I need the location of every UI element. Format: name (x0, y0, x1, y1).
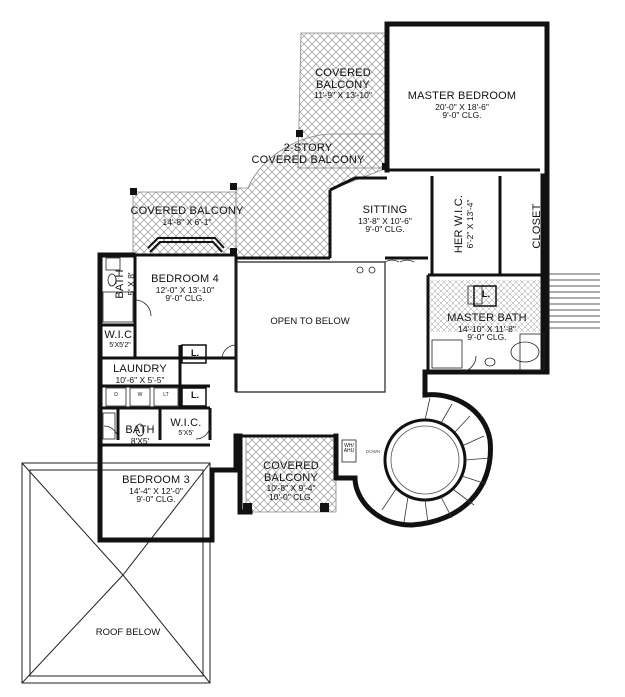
room-dims: 20'-0" X 18'-6" (435, 101, 489, 112)
room-label-her-wic: HER W.I.C. 6'-2" X 13'-4" (453, 184, 475, 264)
laundry-appliances (105, 387, 179, 407)
room-dims: 11'-9" X 13'-10" (314, 90, 372, 101)
exterior-walls (97, 21, 550, 543)
roof-below-area (21, 462, 211, 684)
room-label-two-story-balcony: 2-STORY COVERED BALCONY (250, 142, 366, 166)
laundry-tub-label: LT (163, 392, 169, 398)
room-ceiling: 9'-0" CLG. (442, 110, 482, 121)
room-label-closet: CLOSET (531, 196, 543, 256)
spiral-stair (381, 397, 491, 524)
room-name: SITTING (362, 204, 408, 216)
bay-window (147, 237, 225, 253)
linen-label-master: L. (482, 289, 490, 299)
room-label-bedroom4: BEDROOM 4 12'-0" X 13'-10" 9'-0" CLG. (140, 273, 230, 304)
room-name: BATH (125, 424, 155, 436)
room-name: COVERED BALCONY (315, 67, 371, 91)
room-label-bedroom3: BEDROOM 3 14'-4" X 12'-0" 9'-0" CLG. (104, 474, 208, 505)
room-label-wic-upper: W.I.C. 5'X5'2" (104, 329, 136, 349)
room-name: COVERED BALCONY (130, 205, 244, 217)
room-label-wic-lower: W.I.C. 5'X5' (163, 417, 209, 437)
room-label-bath-lower: BATH 8'X5' (120, 424, 160, 446)
washer-label: W (137, 392, 143, 398)
open-to-below-void (235, 261, 386, 393)
room-name: COVERED BALCONY (263, 460, 319, 484)
room-name: HER W.I.C. (453, 194, 465, 254)
room-name: MASTER BEDROOM (407, 90, 517, 102)
room-ceiling: 10'-0" CLG. (269, 492, 313, 503)
room-dims: 5'X5'2" (109, 341, 131, 349)
linen-label-lower: L. (191, 390, 199, 400)
room-label-master-bath: MASTER BATH 14'-10" X 11'-8" 9'-0" CLG. (428, 312, 546, 343)
plumbing-fixtures (102, 257, 545, 463)
interior-walls (100, 168, 545, 447)
room-label-master-bedroom: MASTER BEDROOM 20'-0" X 18'-6" 9'-0" CLG… (400, 90, 524, 121)
room-dims: 5' X 8' (126, 272, 136, 296)
room-name: W.I.C. (104, 329, 136, 341)
room-label-open-to-below: OPEN TO BELOW (240, 317, 380, 327)
room-ceiling: 9'-0" CLG. (136, 494, 176, 505)
room-name: BEDROOM 3 (122, 474, 190, 486)
room-dims: 10'-6" X 5'-5" (115, 374, 165, 385)
room-label-roof-below: ROOF BELOW (80, 628, 176, 638)
room-ceiling: 9'-0" CLG. (365, 224, 405, 235)
room-name: OPEN TO BELOW (270, 316, 350, 327)
room-name: BEDROOM 4 (151, 273, 219, 285)
room-dims: 5'X5' (178, 429, 194, 437)
room-dims: 8'X5' (130, 435, 150, 446)
room-name: BATH (114, 269, 126, 299)
exterior-steps (547, 273, 600, 329)
room-name: ROOF BELOW (95, 627, 161, 638)
room-name: W.I.C. (170, 417, 202, 429)
linen-closets (181, 285, 497, 407)
room-dims: 6'-2" X 13'-4" (465, 199, 475, 249)
wh-ahu-label: WH/ AHU (343, 443, 355, 455)
room-dims: 14'-10" X 11'-8" (458, 323, 516, 334)
room-dims: 14'-8" X 6'-1" (162, 216, 212, 227)
stair-down-label: DOWN (365, 449, 381, 454)
room-dims: 14'-4" X 12'-0" (129, 485, 183, 496)
room-ceiling: 9'-0" CLG. (165, 293, 205, 304)
room-name: MASTER BATH (447, 312, 527, 324)
room-label-covered-balcony-left: COVERED BALCONY 14'-8" X 6'-1" (122, 205, 252, 227)
room-label-covered-balcony-bottom: COVERED BALCONY 10'-8" X 9'-4" 10'-0" CL… (246, 460, 336, 503)
room-label-bath-small: BATH 5' X 8' (114, 259, 136, 309)
room-name: 2-STORY COVERED BALCONY (251, 142, 365, 166)
room-name: CLOSET (531, 203, 543, 249)
room-name: LAUNDRY (113, 363, 167, 375)
room-label-covered-balcony-top: COVERED BALCONY 11'-9" X 13'-10" (302, 67, 384, 101)
door-swings (103, 259, 477, 441)
room-ceiling: 9'-0" CLG. (467, 332, 507, 343)
room-dims: 13'-8" X 10'-6" (358, 215, 412, 226)
room-dims: 12'-0" X 13'-10" (155, 284, 215, 295)
room-label-laundry: LAUNDRY 10'-6" X 5'-5" (100, 363, 180, 385)
linen-label-upper: L. (191, 348, 199, 358)
room-dims: 10'-8" X 9'-4" (266, 483, 316, 494)
room-label-sitting: SITTING 13'-8" X 10'-6" 9'-0" CLG. (347, 204, 423, 235)
dryer-label: D (114, 392, 118, 398)
columns (130, 130, 389, 512)
